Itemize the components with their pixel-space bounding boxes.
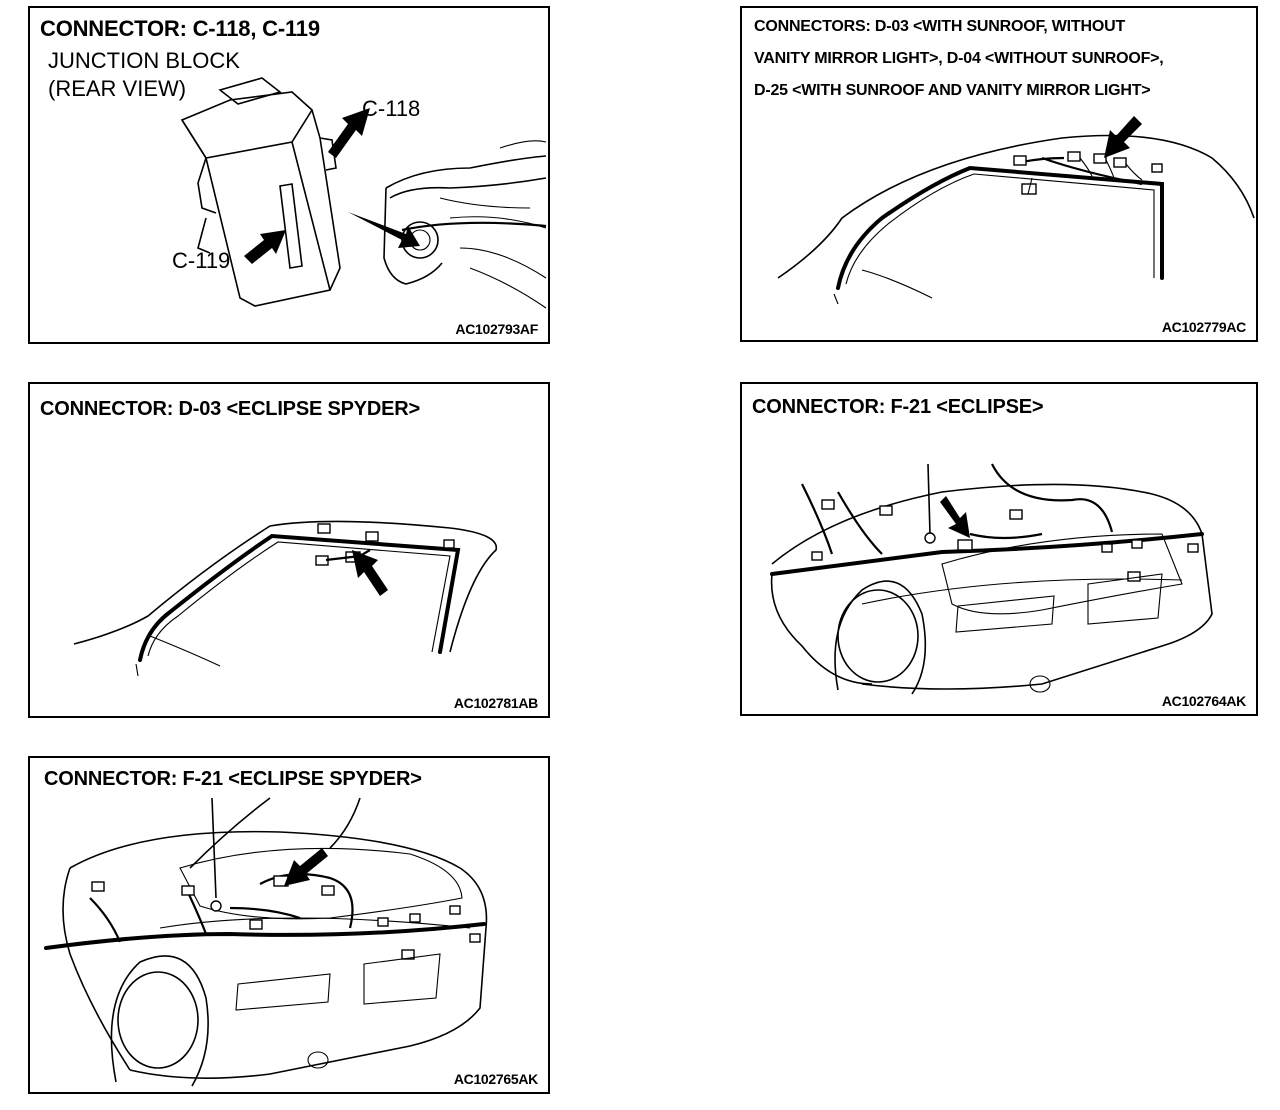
arrow-locator (1104, 116, 1142, 158)
panel-title: CONNECTOR: F-21 <ECLIPSE SPYDER> (44, 768, 422, 790)
panel-title: CONNECTOR: D-03 <ECLIPSE SPYDER> (40, 398, 420, 420)
panel-junction-block: CONNECTOR: C-118, C-119 JUNCTION BLOCK (… (28, 6, 550, 344)
arrow-locator (352, 550, 388, 596)
spyder-rear-harness-illustration (44, 797, 488, 1087)
junction-block-illustration (180, 77, 547, 309)
panel-title: CONNECTOR: C-118, C-119 (40, 16, 320, 41)
arrow-locator (284, 848, 328, 886)
panel-title-line3: D-25 <WITH SUNROOF AND VANITY MIRROR LIG… (754, 82, 1151, 99)
panel-d03-spyder: CONNECTOR: D-03 <ECLIPSE SPYDER> AC10278… (28, 382, 550, 718)
arrow-c119 (244, 230, 286, 264)
panel-f21-spyder: CONNECTOR: F-21 <ECLIPSE SPYDER> (28, 756, 550, 1094)
panel-roof-connectors: CONNECTORS: D-03 <WITH SUNROOF, WITHOUT … (740, 6, 1258, 342)
figure-code: AC102793AF (455, 321, 538, 337)
callout-c118: C-118 (362, 96, 421, 121)
arrow-locator (940, 496, 970, 538)
connector-f21 (957, 539, 973, 551)
figure-code: AC102764AK (1161, 693, 1246, 709)
figure-code: AC102779AC (1161, 319, 1246, 335)
panel-subtitle-line2: (REAR VIEW) (48, 76, 187, 101)
arrow-c118 (328, 108, 370, 158)
callout-c119: C-119 (172, 248, 231, 273)
roof-harness-illustration (777, 116, 1255, 305)
windshield-harness-illustration (73, 520, 497, 677)
panel-title-line1: CONNECTORS: D-03 <WITH SUNROOF, WITHOUT (754, 18, 1126, 35)
connector-d03 (1067, 151, 1081, 162)
arrow-locator (348, 212, 420, 248)
panel-title: CONNECTOR: F-21 <ECLIPSE> (752, 396, 1044, 418)
figure-code: AC102781AB (453, 695, 538, 711)
panel-f21-eclipse: CONNECTOR: F-21 <ECLIPSE> A (740, 382, 1258, 716)
figure-code: AC102765AK (453, 1071, 538, 1087)
rear-harness-illustration (770, 463, 1213, 695)
panel-title-line2: VANITY MIRROR LIGHT>, D-04 <WITHOUT SUNR… (754, 50, 1164, 67)
panel-subtitle-line1: JUNCTION BLOCK (48, 48, 240, 73)
